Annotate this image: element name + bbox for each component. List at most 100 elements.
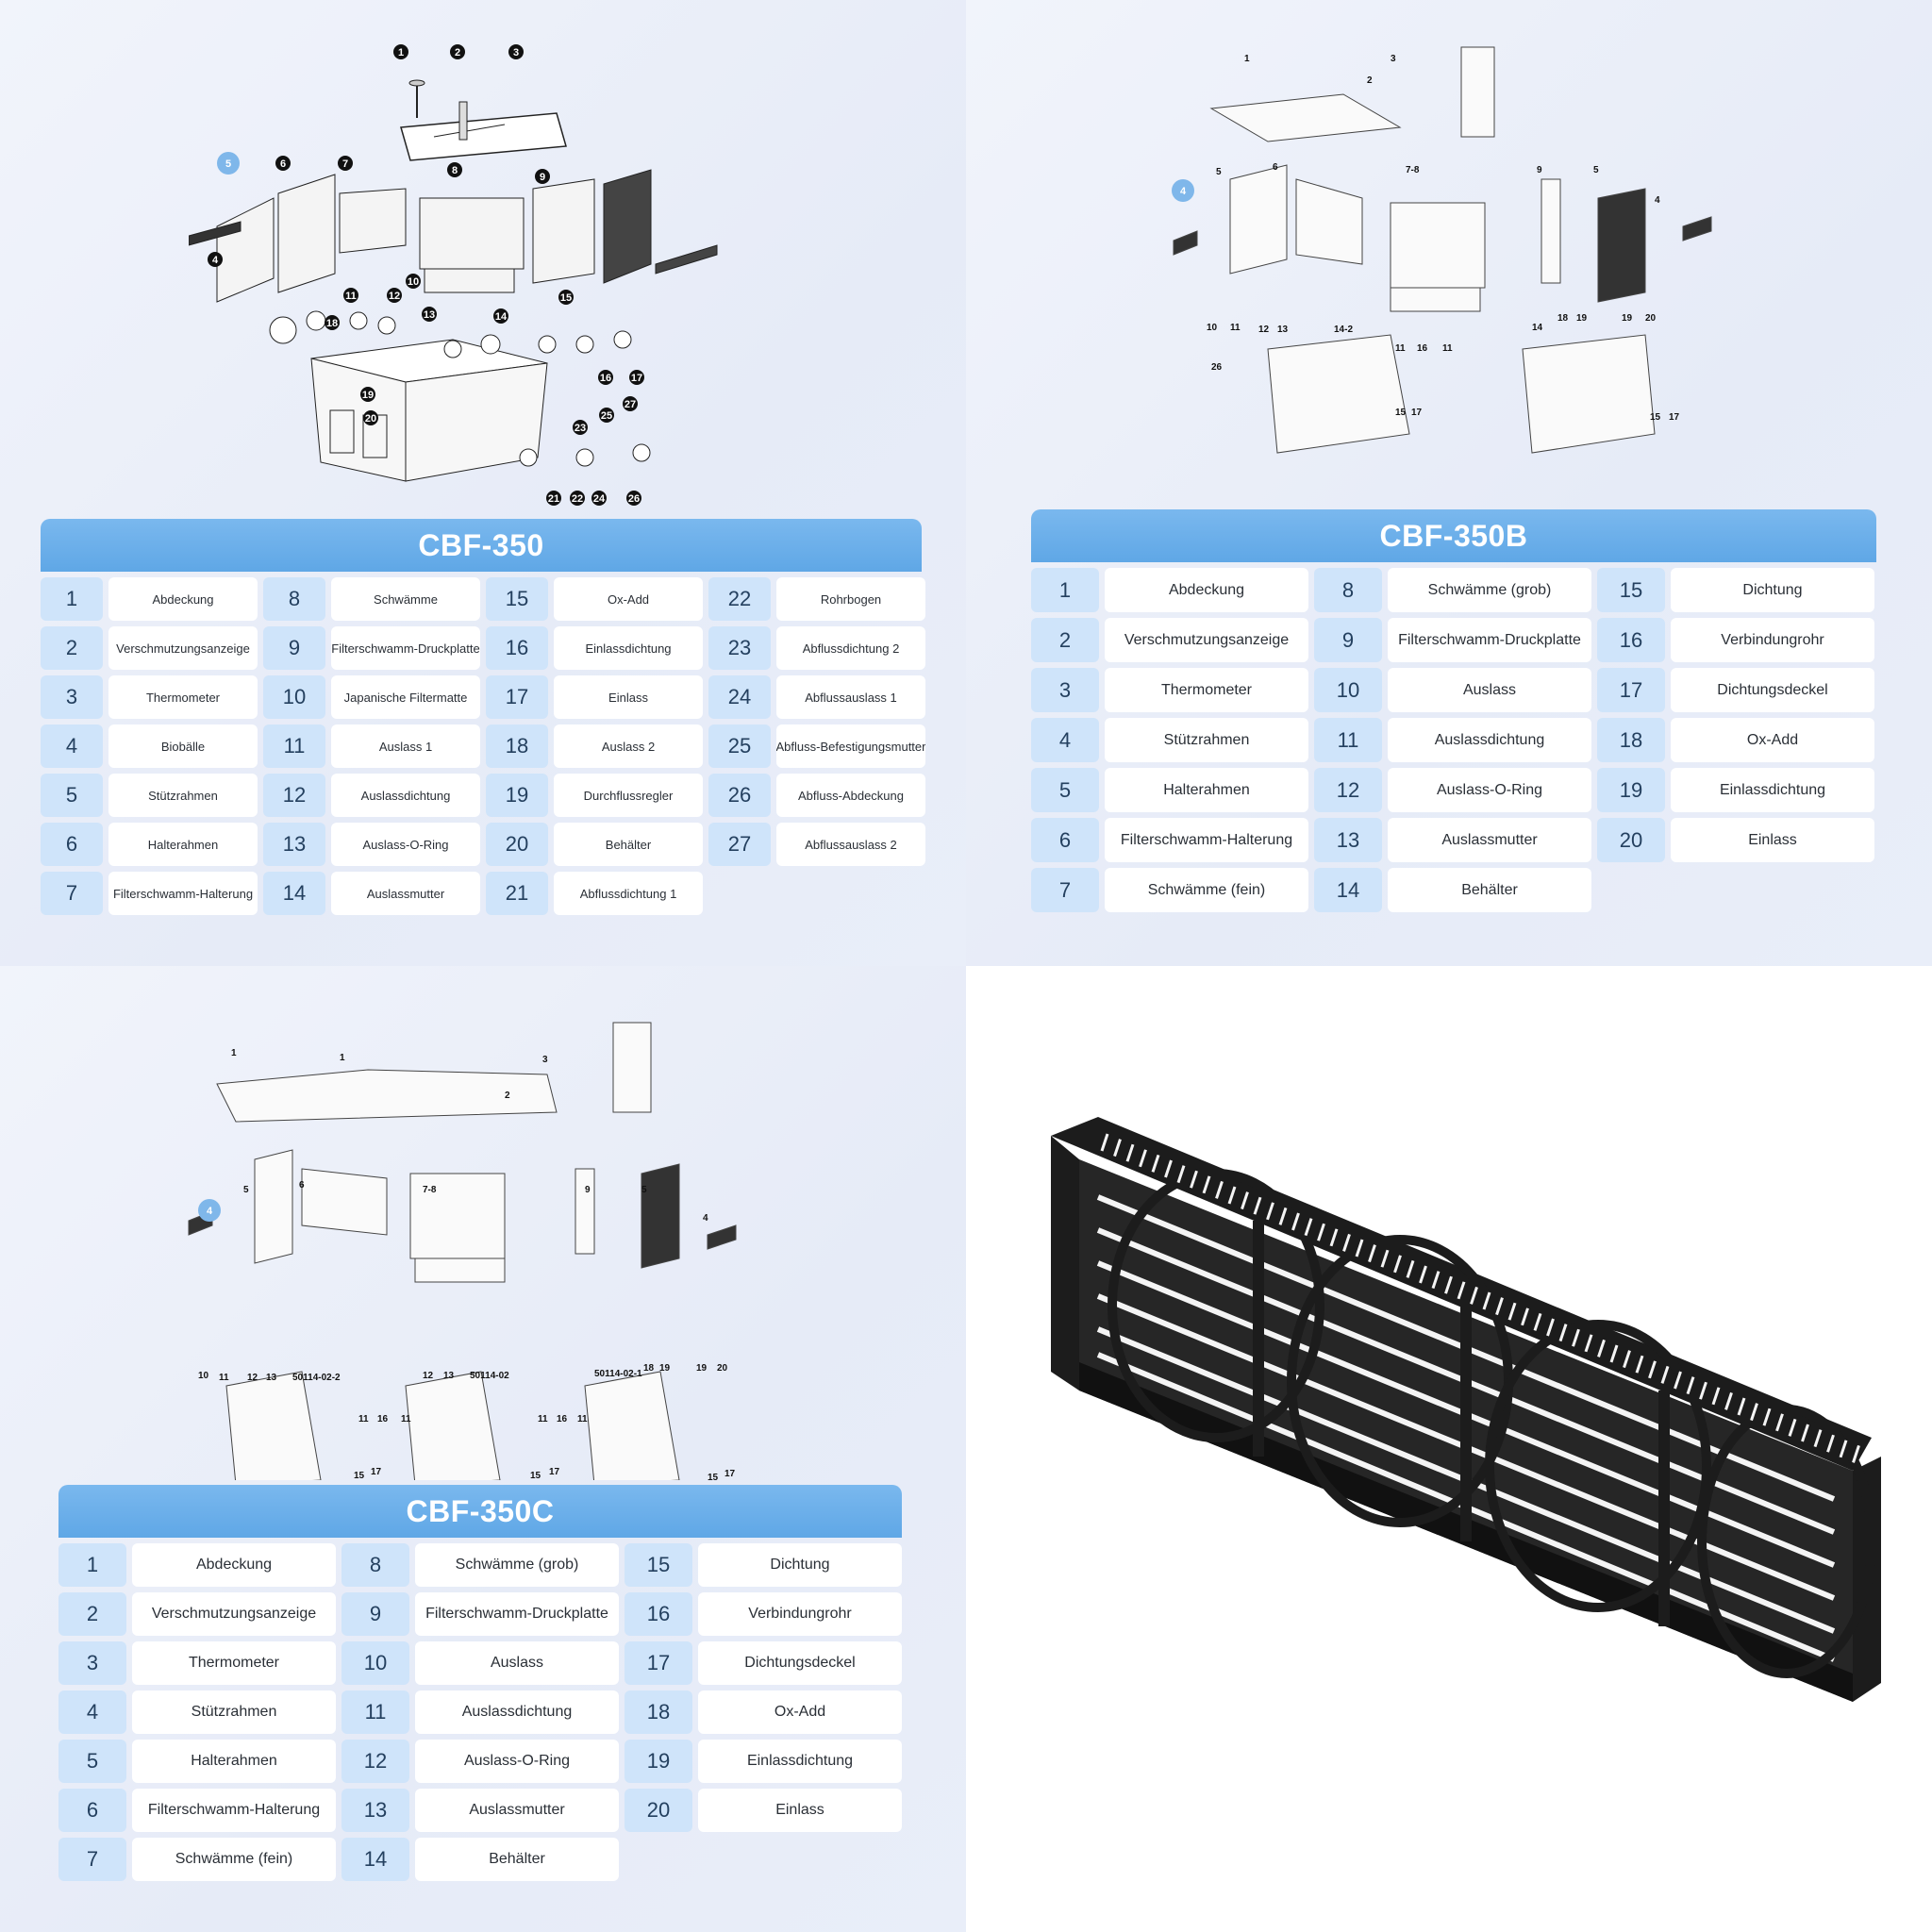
comb-tooth	[1406, 1259, 1415, 1278]
part-number: 14	[263, 872, 325, 915]
part-name: Filterschwamm-Halterung	[108, 872, 258, 915]
exploded-diagram-cbf-350: 1 2 3 5 6 7 8 9 4 10 11 12 13 14 15 16 1…	[189, 38, 755, 509]
svg-text:19: 19	[696, 1363, 708, 1374]
part-number: 18	[486, 724, 548, 768]
comb-tooth	[1674, 1371, 1682, 1390]
comb-tooth	[1495, 1297, 1504, 1316]
svg-text:4: 4	[212, 255, 219, 266]
part-name: Dichtung	[1671, 568, 1874, 612]
comb-tooth	[1572, 1328, 1580, 1347]
part-name: Halterahmen	[132, 1740, 336, 1783]
part-number: 19	[486, 774, 548, 817]
part-name: Schwämme (fein)	[132, 1838, 336, 1881]
comb-tooth	[1241, 1191, 1249, 1210]
part-number: 5	[58, 1740, 126, 1783]
part-number: 12	[263, 774, 325, 817]
part-name: Abdeckung	[132, 1543, 336, 1587]
comb-tooth	[1266, 1202, 1274, 1221]
part-name: Verschmutzungsanzeige	[1105, 618, 1308, 662]
model-title: CBF-350C	[58, 1485, 902, 1538]
labels: 1 1 3 2 5 6 7-8 9 5 4 4 10 11 12 13 5011…	[198, 1048, 736, 1480]
part-name: Ox-Add	[698, 1690, 902, 1734]
part-number: 2	[41, 626, 103, 670]
svg-text:9: 9	[585, 1185, 591, 1195]
part-number: 1	[41, 577, 103, 621]
part-number: 2	[1031, 618, 1099, 662]
svg-text:5: 5	[225, 158, 231, 170]
part-number: 6	[58, 1789, 126, 1832]
part-name: Einlass	[698, 1789, 902, 1832]
part-number: 7	[1031, 868, 1099, 912]
part-number: 9	[341, 1592, 409, 1636]
comb-tooth	[1801, 1424, 1809, 1442]
svg-text:9: 9	[540, 172, 545, 183]
part-name: Auslassmutter	[1388, 818, 1591, 862]
svg-text:5: 5	[641, 1185, 647, 1195]
diagram-svg: 1 3 2 4 5 6 7-8 9 5 4 10 11 12 13 14-2 2…	[1172, 46, 1712, 454]
part-name: Abdeckung	[108, 577, 258, 621]
part-number: 20	[1597, 818, 1665, 862]
part-name: Verschmutzungsanzeige	[108, 626, 258, 670]
part-number: 15	[1597, 568, 1665, 612]
part-name: Einlass	[1671, 818, 1874, 862]
comb-tooth	[1533, 1312, 1542, 1331]
comb-tooth	[1852, 1444, 1860, 1463]
part-number: 13	[341, 1789, 409, 1832]
comb-tooth	[1813, 1429, 1823, 1448]
svg-text:10: 10	[408, 276, 419, 288]
part-name: Ox-Add	[554, 577, 703, 621]
svg-text:6: 6	[1273, 162, 1278, 173]
part-number: 10	[341, 1641, 409, 1685]
svg-text:1: 1	[1244, 54, 1250, 64]
svg-text:4: 4	[1655, 195, 1660, 206]
comb-tooth	[1139, 1149, 1147, 1168]
part-name: Dichtung	[698, 1543, 902, 1587]
part-name: Verbindungrohr	[698, 1592, 902, 1636]
part-number: 11	[1314, 718, 1382, 762]
comb-tooth	[1788, 1418, 1797, 1437]
part-number: 4	[1031, 718, 1099, 762]
part-name: Auslass 2	[554, 724, 703, 768]
part-number: 20	[625, 1789, 692, 1832]
part-number: 25	[708, 724, 771, 768]
comb-tooth	[1164, 1159, 1173, 1178]
svg-text:14: 14	[1532, 323, 1543, 333]
panel-cbf-350b: 1 3 2 4 5 6 7-8 9 5 4 10 11 12 13 14-2 2…	[966, 0, 1932, 966]
comb-tooth	[1291, 1212, 1300, 1231]
part-name: Verschmutzungsanzeige	[132, 1592, 336, 1636]
part-name: Halterahmen	[108, 823, 258, 866]
svg-text:16: 16	[600, 373, 611, 384]
part-number: 13	[263, 823, 325, 866]
svg-text:2: 2	[455, 47, 460, 58]
comb-tooth	[1100, 1133, 1109, 1152]
part-name: Durchflussregler	[554, 774, 703, 817]
comb-tooth	[1711, 1387, 1721, 1406]
svg-text:15: 15	[560, 292, 572, 304]
svg-text:4: 4	[1180, 186, 1187, 197]
part-name: Abdeckung	[1105, 568, 1308, 612]
svg-text:9: 9	[1537, 165, 1542, 175]
part-name: Filterschwamm-Druckplatte	[1388, 618, 1591, 662]
comb-tooth	[1762, 1407, 1772, 1426]
svg-text:11: 11	[1395, 343, 1406, 354]
svg-text:10: 10	[198, 1371, 209, 1381]
panel-cbf-350c: 1 1 3 2 5 6 7-8 9 5 4 4 10 11 12 13 5011…	[0, 966, 966, 1932]
svg-text:5: 5	[1593, 165, 1599, 175]
part-name: Auslassmutter	[415, 1789, 619, 1832]
svg-text:13: 13	[424, 309, 435, 321]
svg-text:12: 12	[389, 291, 400, 302]
svg-text:20: 20	[1645, 313, 1657, 324]
callout-group: 1 2 3 5 6 7 8 9 4 10 11 12 13 14 15 16 1…	[208, 44, 644, 506]
svg-text:13: 13	[443, 1371, 455, 1381]
svg-text:2: 2	[505, 1091, 510, 1101]
svg-text:6: 6	[280, 158, 286, 170]
part-name: Schwämme (grob)	[415, 1543, 619, 1587]
comb-tooth	[1355, 1239, 1364, 1257]
part-number: 16	[625, 1592, 692, 1636]
svg-text:1: 1	[340, 1053, 345, 1063]
svg-text:11: 11	[538, 1414, 548, 1424]
labels: 1 3 2 4 5 6 7-8 9 5 4 10 11 12 13 14-2 2…	[1172, 54, 1680, 423]
part-number: 11	[341, 1690, 409, 1734]
